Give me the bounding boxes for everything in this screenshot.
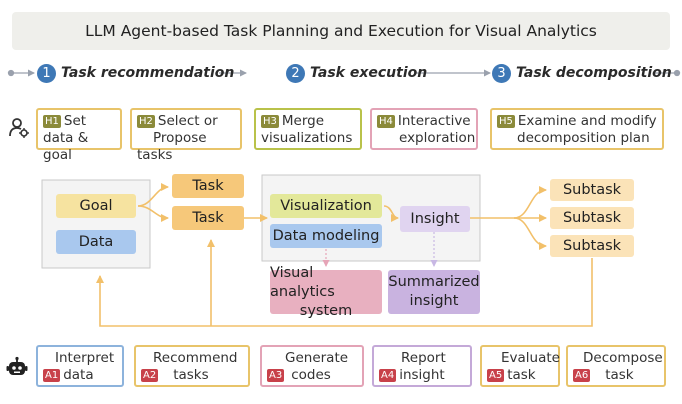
task-tag: H1 xyxy=(43,115,61,128)
summarized-line1: Summarized xyxy=(388,274,480,290)
task-box-2: Task xyxy=(172,206,244,230)
task-line1: Set xyxy=(63,113,87,129)
phase-3: 3 Task decomposition xyxy=(492,62,672,84)
task-line2: task xyxy=(507,367,536,383)
goal-box: Goal xyxy=(56,194,136,218)
subtask-box-1: Subtask xyxy=(550,179,634,201)
task-line2: insight xyxy=(399,367,445,383)
phase-number: 3 xyxy=(492,63,511,83)
task-line2: visualizations xyxy=(261,130,353,146)
agent-task-a3: Generate A3 codes xyxy=(260,345,364,387)
task-tag: A2 xyxy=(141,369,159,382)
task-line1: Generate xyxy=(285,350,349,366)
task-tag: H5 xyxy=(497,115,515,128)
task-tag: H4 xyxy=(377,115,395,128)
phase-2: 2 Task execution xyxy=(286,62,427,84)
task-line2: decomposition plan xyxy=(517,130,650,146)
summarized-line2: insight xyxy=(409,293,459,309)
subtask-box-2: Subtask xyxy=(550,207,634,229)
summarized-insight-box: Summarized insight xyxy=(388,270,480,314)
task-tag: A5 xyxy=(487,369,505,382)
phase-timeline xyxy=(7,69,681,77)
task-line2: task xyxy=(605,367,634,383)
task-line1: Merge xyxy=(281,113,325,129)
phase-1: 1 Task recommendation xyxy=(37,62,234,84)
task-tag: H2 xyxy=(137,115,155,128)
task-line2: data xyxy=(63,367,94,383)
phase-label: Task recommendation xyxy=(61,65,235,81)
task-tag: A1 xyxy=(43,369,61,382)
task-line2: tasks xyxy=(173,367,209,383)
task-tag: A4 xyxy=(379,369,397,382)
task-line1: Report xyxy=(401,350,446,366)
task-line2: codes xyxy=(291,367,331,383)
task-line1: Interpret xyxy=(55,350,115,366)
task-box-1: Task xyxy=(172,174,244,198)
task-tag: H3 xyxy=(261,115,279,128)
data-box: Data xyxy=(56,230,136,254)
task-line1: Select or xyxy=(157,113,218,129)
va-system-line1: Visual analytics xyxy=(270,264,335,300)
task-line2: exploration xyxy=(399,130,476,146)
va-system-box: Visual analytics system xyxy=(270,265,382,319)
subtask-box-3: Subtask xyxy=(550,235,634,257)
agent-task-a2: Recommend A2 tasks xyxy=(134,345,250,387)
phase-label: Task decomposition xyxy=(516,65,672,81)
data-modeling-box: Data modeling xyxy=(270,224,382,248)
phase-number: 1 xyxy=(37,63,56,83)
robot-icon xyxy=(6,356,28,378)
task-line1: Interactive xyxy=(397,113,471,129)
task-line2: Propose tasks xyxy=(137,130,207,163)
task-line1: Examine and modify xyxy=(517,113,657,129)
task-line1: Recommend xyxy=(153,350,238,366)
phase-label: Task execution xyxy=(310,65,428,81)
va-system-line2: system xyxy=(299,302,353,319)
task-line2: data & goal xyxy=(43,130,89,163)
task-line1: Decompose xyxy=(583,350,663,366)
phase-number: 2 xyxy=(286,63,305,83)
insight-box: Insight xyxy=(400,206,470,232)
agent-task-a6: Decompose A6 task xyxy=(566,345,666,387)
diagram-title: LLM Agent-based Task Planning and Execut… xyxy=(12,12,670,50)
task-tag: A6 xyxy=(573,369,591,382)
task-tag: A3 xyxy=(267,369,285,382)
task-line1: Evaluate xyxy=(501,350,560,366)
visualization-box: Visualization xyxy=(270,194,382,218)
user-gear-icon xyxy=(8,117,30,139)
